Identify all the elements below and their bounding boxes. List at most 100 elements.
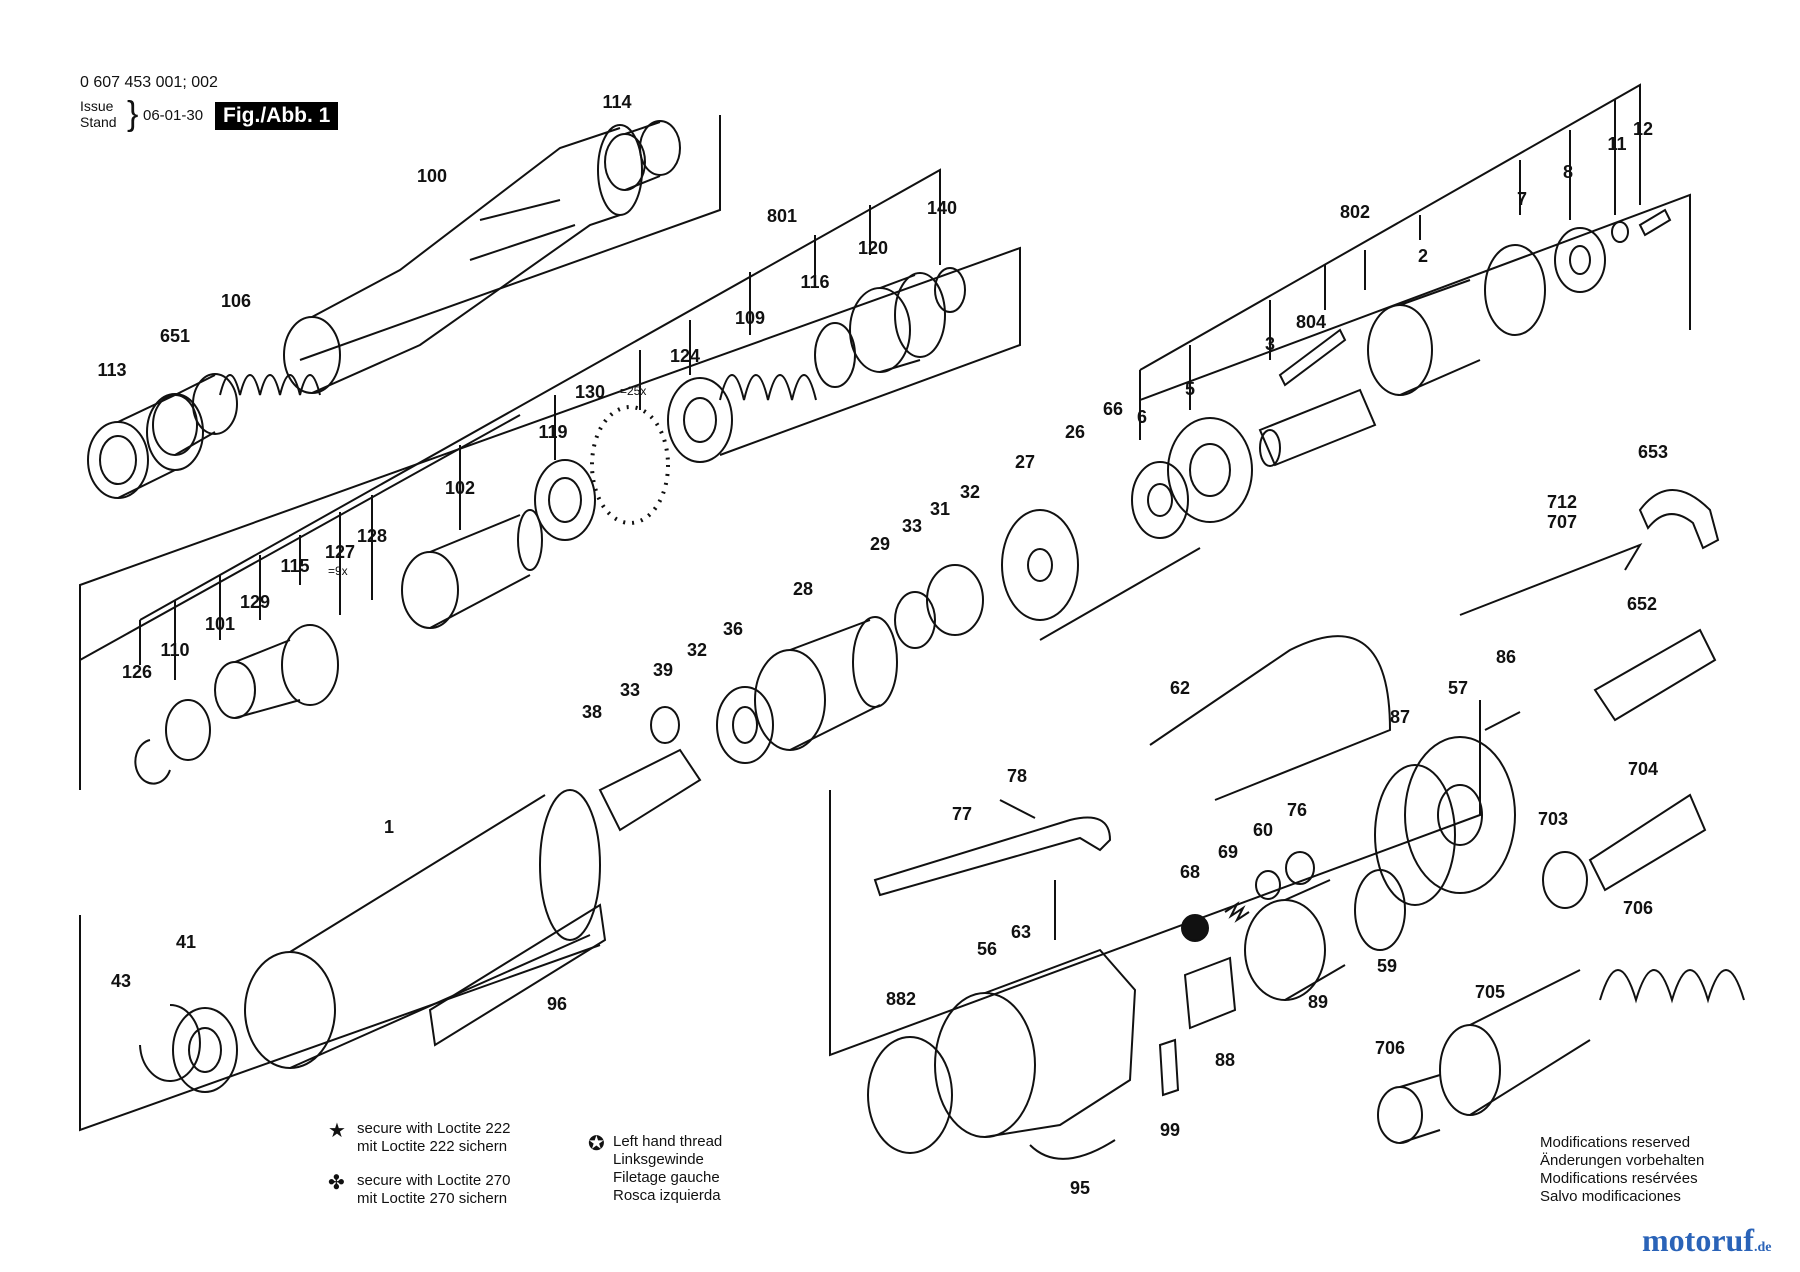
part-101-shape	[214, 624, 339, 719]
note-loctite-270: secure with Loctite 270 mit Loctite 270 …	[357, 1172, 511, 1207]
callout-3: 3	[1265, 334, 1275, 354]
callout-96: 96	[547, 994, 567, 1014]
part-77-shape	[873, 816, 1112, 897]
brace-glyph: }	[127, 95, 139, 133]
modifications-line: Salvo modificaciones	[1540, 1188, 1681, 1205]
part-59-shape	[1354, 869, 1406, 951]
callout-38: 38	[582, 702, 602, 722]
part-130-shape	[590, 405, 670, 525]
part-124-shape	[667, 377, 733, 463]
part-99-shape	[1158, 1038, 1180, 1097]
part-12-shape	[1638, 208, 1672, 237]
part-5-shape	[1167, 417, 1253, 523]
frame-right	[829, 700, 1481, 1057]
callout-712: 712	[1547, 492, 1577, 512]
part-114-shape	[604, 120, 681, 191]
callout-59: 59	[1377, 956, 1397, 976]
part-102-shape	[401, 509, 543, 629]
part-87-shape	[1374, 764, 1456, 906]
callout-76: 76	[1287, 800, 1307, 820]
callout-26: 26	[1065, 422, 1085, 442]
part-106-shape	[219, 374, 321, 396]
part-110-shape	[165, 699, 211, 761]
part-56-shape	[934, 948, 1137, 1138]
callout-651: 651	[160, 326, 190, 346]
callout-56: 56	[977, 939, 997, 959]
part-38-shape	[598, 748, 702, 832]
callout-41: 41	[176, 932, 196, 952]
callout-128: 128	[357, 526, 387, 546]
callout-804: 804	[1296, 312, 1326, 332]
issue-label: Issue Stand	[80, 98, 117, 130]
callout-113: 113	[97, 360, 126, 380]
part-number: 0 607 453 001; 002	[80, 74, 218, 91]
part-43-shape	[139, 1004, 201, 1082]
callout-1: 1	[384, 817, 394, 837]
callout-43: 43	[111, 971, 131, 991]
part-89-shape	[1244, 879, 1346, 1001]
issue-line-en: Issue	[80, 98, 114, 114]
callout-120: 120	[858, 238, 888, 258]
callout-32b: 32	[687, 640, 707, 660]
part-96-shape	[428, 903, 607, 1047]
callout-109: 109	[735, 308, 765, 328]
callout-801: 801	[767, 206, 797, 226]
callout-707: 707	[1547, 512, 1577, 532]
part-652-shape	[1593, 628, 1717, 722]
callout-66: 66	[1103, 399, 1123, 419]
part-706a-shape	[1599, 969, 1745, 1004]
callout-27: 27	[1015, 452, 1035, 472]
callout-706b: 706	[1375, 1038, 1405, 1058]
part-41-shape	[172, 1007, 238, 1093]
part-66-shape	[1039, 547, 1201, 641]
clover-symbol: ✤	[328, 1172, 345, 1194]
part-712-shape	[1459, 543, 1643, 616]
part-704-shape	[1588, 793, 1707, 892]
qty-127: =9x	[328, 564, 348, 578]
callout-703: 703	[1538, 809, 1568, 829]
part-69-shape	[1224, 901, 1250, 923]
left-hand-thread-line: Left hand thread	[613, 1133, 723, 1150]
callout-77: 77	[952, 804, 972, 824]
part-100-shape	[283, 124, 643, 394]
frame-upper-right	[1139, 193, 1691, 401]
callout-88: 88	[1215, 1050, 1235, 1070]
watermark-logo: motoruf.de	[1642, 1222, 1772, 1258]
part-36-shape	[716, 686, 774, 764]
callout-127: 127	[325, 542, 355, 562]
callout-882: 882	[886, 989, 916, 1009]
part-2-shape	[1367, 279, 1481, 396]
part-57-shape	[1404, 736, 1516, 894]
callout-7: 7	[1517, 189, 1527, 209]
callout-129: 129	[240, 592, 270, 612]
callout-99: 99	[1160, 1120, 1180, 1140]
star-symbol: ★	[328, 1120, 346, 1142]
callout-124: 124	[670, 346, 700, 366]
part-109-shape	[719, 374, 817, 401]
callout-12: 12	[1633, 119, 1653, 139]
callout-63: 63	[1011, 922, 1031, 942]
left-hand-thread-line: Linksgewinde	[613, 1151, 704, 1168]
callout-57: 57	[1448, 678, 1468, 698]
callout-36: 36	[723, 619, 743, 639]
left-hand-thread-icon: ✪	[588, 1133, 605, 1155]
callout-140: 140	[927, 198, 957, 218]
left-hand-thread-line: Rosca izquierda	[613, 1187, 721, 1204]
qty-130: =25x	[620, 384, 646, 398]
callout-28: 28	[793, 579, 813, 599]
callout-87: 87	[1390, 707, 1410, 727]
callout-116: 116	[800, 272, 829, 292]
part-95-shape	[1029, 1139, 1116, 1160]
part-804-shape	[1278, 328, 1347, 387]
part-113-shape	[87, 393, 204, 499]
callout-8: 8	[1563, 162, 1573, 182]
part-653-shape	[1638, 489, 1720, 550]
callout-653: 653	[1638, 442, 1668, 462]
modifications-line: Modifications reserved	[1540, 1134, 1691, 1151]
callout-2: 2	[1418, 246, 1428, 266]
callout-119: 119	[538, 422, 567, 442]
part-68-shape	[1181, 914, 1209, 942]
callout-62: 62	[1170, 678, 1190, 698]
